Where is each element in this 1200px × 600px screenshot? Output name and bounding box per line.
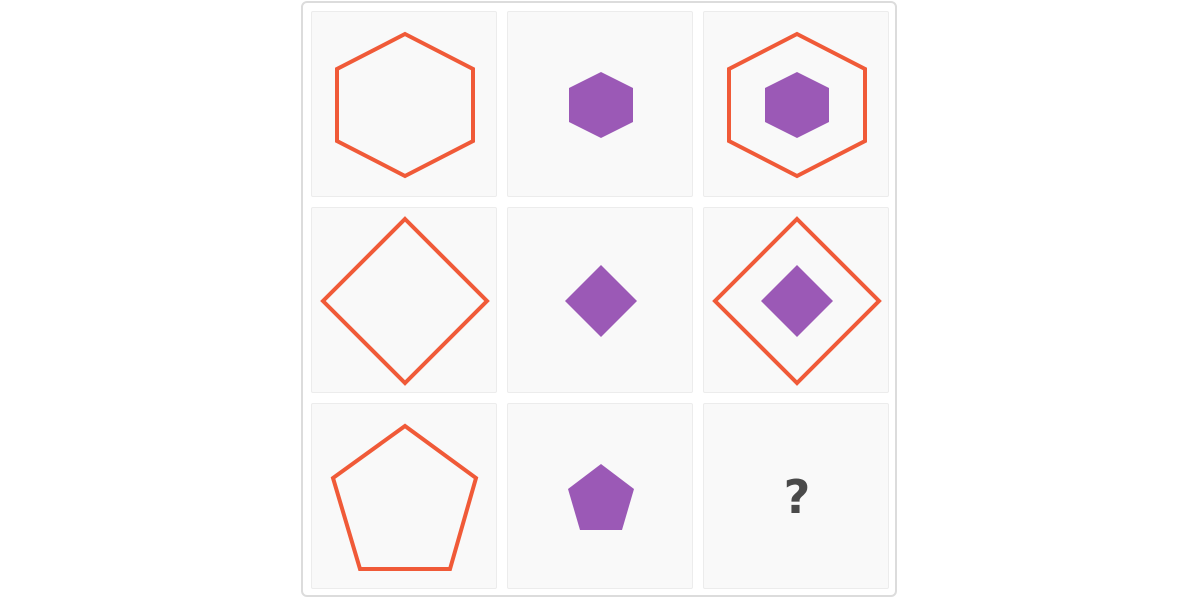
cell-r1-c3 — [703, 11, 889, 197]
outline-pentagon-shape — [330, 423, 479, 571]
cell-r2-c2 — [507, 207, 693, 393]
outline-diamond-shape — [320, 216, 490, 386]
cell-r3-c3: ? — [703, 403, 889, 589]
filled-hexagon-shape — [569, 72, 633, 138]
filled-pentagon-shape — [568, 464, 634, 530]
puzzle-board: ? — [301, 1, 897, 597]
cell-r1-c1 — [311, 11, 497, 197]
cell-r2-c3 — [703, 207, 889, 393]
filled-diamond-shape — [565, 265, 637, 337]
cell-r3-c2 — [507, 403, 693, 589]
nested-hexagon-shape — [727, 31, 867, 179]
outline-hexagon-shape — [335, 31, 475, 179]
missing-cell-question-mark: ? — [783, 470, 811, 524]
nested-diamond-shape — [712, 216, 882, 386]
cell-r1-c2 — [507, 11, 693, 197]
cell-r3-c1 — [311, 403, 497, 589]
cell-r2-c1 — [311, 207, 497, 393]
